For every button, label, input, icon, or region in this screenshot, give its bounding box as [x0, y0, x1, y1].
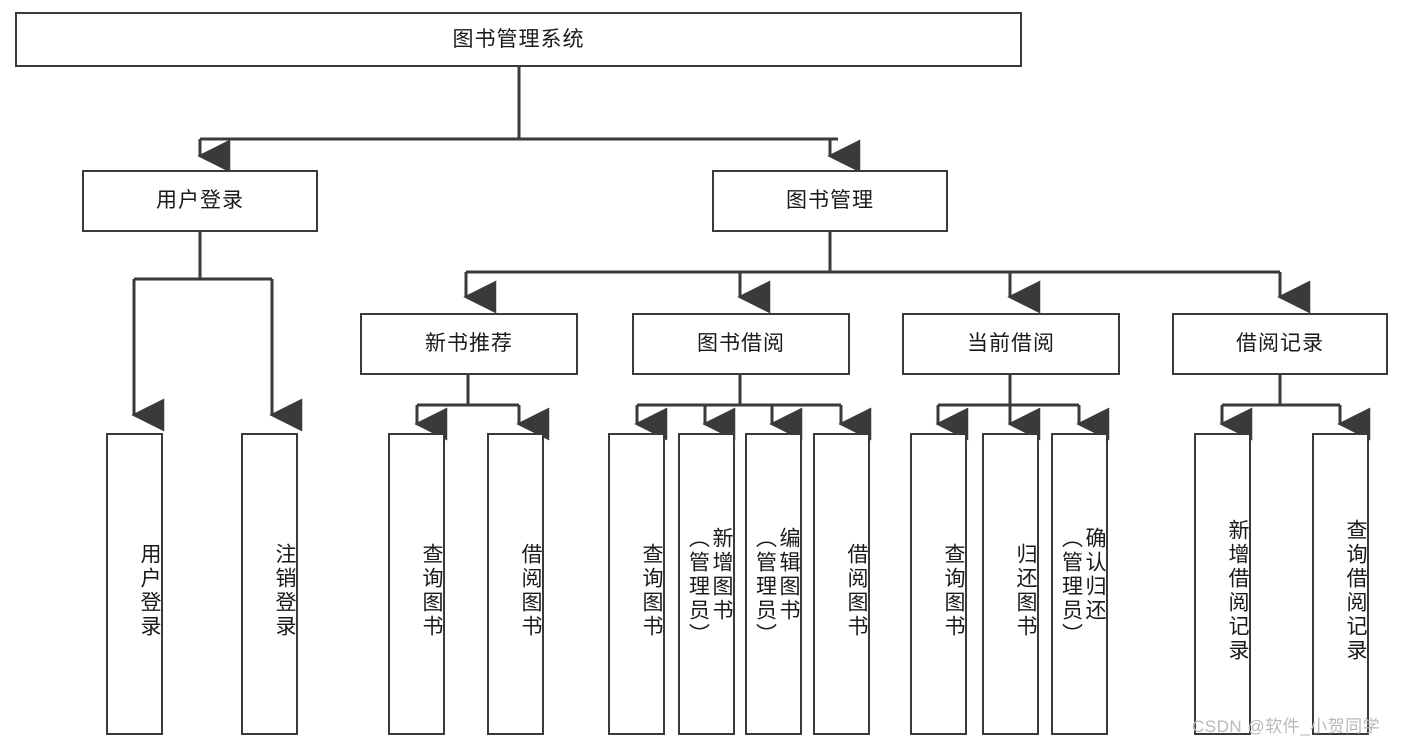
node-book-manage-label: 图书管理 — [786, 189, 874, 213]
node-book-manage[interactable]: 图书管理 — [712, 170, 948, 232]
leaf-add-record[interactable]: 新增借阅记录 — [1194, 433, 1251, 735]
leaf-user-login[interactable]: 用户登录 — [106, 433, 163, 735]
leaf-query-book-3[interactable]: 查询图书 — [910, 433, 967, 735]
leaf-add-book-label: 新增图书 （管理员） — [686, 527, 733, 647]
node-root[interactable]: 图书管理系统 — [15, 12, 1022, 67]
node-current-borrow-label: 当前借阅 — [967, 332, 1055, 356]
node-new-book-rec[interactable]: 新书推荐 — [360, 313, 578, 375]
leaf-confirm-return[interactable]: 确认归还 （管理员） — [1051, 433, 1108, 735]
leaf-return-book[interactable]: 归还图书 — [982, 433, 1039, 735]
node-user-login-label: 用户登录 — [156, 189, 244, 213]
leaf-add-record-label: 新增借阅记录 — [1226, 519, 1249, 663]
leaf-borrow-book-1-label: 借阅图书 — [519, 543, 542, 639]
leaf-borrow-book-1[interactable]: 借阅图书 — [487, 433, 544, 735]
node-book-borrow[interactable]: 图书借阅 — [632, 313, 850, 375]
leaf-query-book-3-label: 查询图书 — [942, 543, 965, 639]
leaf-query-book-1[interactable]: 查询图书 — [388, 433, 445, 735]
leaf-query-book-2-label: 查询图书 — [640, 543, 663, 639]
node-book-borrow-label: 图书借阅 — [697, 332, 785, 356]
watermark-text: CSDN @软件_小贺同学 — [1192, 717, 1381, 736]
leaf-return-book-label: 归还图书 — [1014, 543, 1037, 639]
leaf-user-login-label: 用户登录 — [138, 543, 161, 639]
leaf-logout[interactable]: 注销登录 — [241, 433, 298, 735]
node-borrow-record[interactable]: 借阅记录 — [1172, 313, 1388, 375]
node-borrow-record-label: 借阅记录 — [1236, 332, 1324, 356]
leaf-query-book-2[interactable]: 查询图书 — [608, 433, 665, 735]
leaf-borrow-book-2[interactable]: 借阅图书 — [813, 433, 870, 735]
node-root-label: 图书管理系统 — [452, 27, 585, 51]
leaf-edit-book[interactable]: 编辑图书 （管理员） — [745, 433, 802, 735]
leaf-logout-label: 注销登录 — [273, 543, 296, 639]
node-user-login[interactable]: 用户登录 — [82, 170, 318, 232]
node-new-book-rec-label: 新书推荐 — [425, 332, 513, 356]
leaf-edit-book-label: 编辑图书 （管理员） — [753, 527, 800, 647]
leaf-add-book[interactable]: 新增图书 （管理员） — [678, 433, 735, 735]
leaf-query-record-label: 查询借阅记录 — [1344, 519, 1367, 663]
leaf-borrow-book-2-label: 借阅图书 — [845, 543, 868, 639]
leaf-query-record[interactable]: 查询借阅记录 — [1312, 433, 1369, 735]
leaf-confirm-return-label: 确认归还 （管理员） — [1059, 527, 1106, 647]
node-current-borrow[interactable]: 当前借阅 — [902, 313, 1120, 375]
leaf-query-book-1-label: 查询图书 — [420, 543, 443, 639]
